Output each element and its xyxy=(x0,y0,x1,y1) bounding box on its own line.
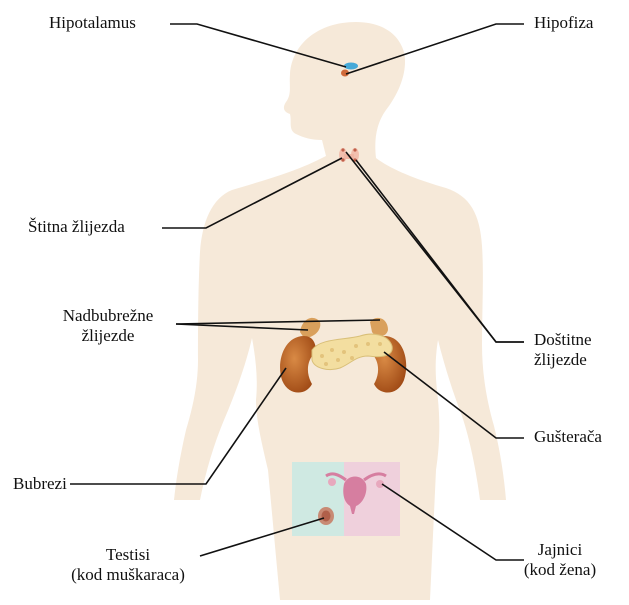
label-testes-line1: Testisi xyxy=(48,545,208,565)
label-parathyroid-line2: žlijezde xyxy=(534,350,592,370)
label-testes: Testisi (kod muškaraca) xyxy=(48,545,208,585)
label-parathyroid-line1: Doštitne xyxy=(534,330,592,350)
leader-kidneys xyxy=(70,368,286,484)
label-ovaries: Jajnici (kod žena) xyxy=(510,540,610,580)
label-testes-line2: (kod muškaraca) xyxy=(48,565,208,585)
label-ovaries-line2: (kod žena) xyxy=(510,560,610,580)
label-pancreas: Gušterača xyxy=(534,427,602,447)
label-pituitary: Hipofiza xyxy=(534,13,593,33)
label-hypothalamus: Hipotalamus xyxy=(49,13,136,33)
label-kidneys: Bubrezi xyxy=(13,474,67,494)
testis-icon xyxy=(318,507,334,525)
label-adrenal-line1: Nadbubrežne xyxy=(38,306,178,326)
label-parathyroid: Doštitne žlijezde xyxy=(534,330,592,370)
label-adrenal: Nadbubrežne žlijezde xyxy=(38,306,178,346)
label-thyroid: Štitna žlijezda xyxy=(28,217,125,237)
label-adrenal-line2: žlijezde xyxy=(38,326,178,346)
label-ovaries-line1: Jajnici xyxy=(510,540,610,560)
hypothalamus-gland-icon xyxy=(344,63,358,70)
